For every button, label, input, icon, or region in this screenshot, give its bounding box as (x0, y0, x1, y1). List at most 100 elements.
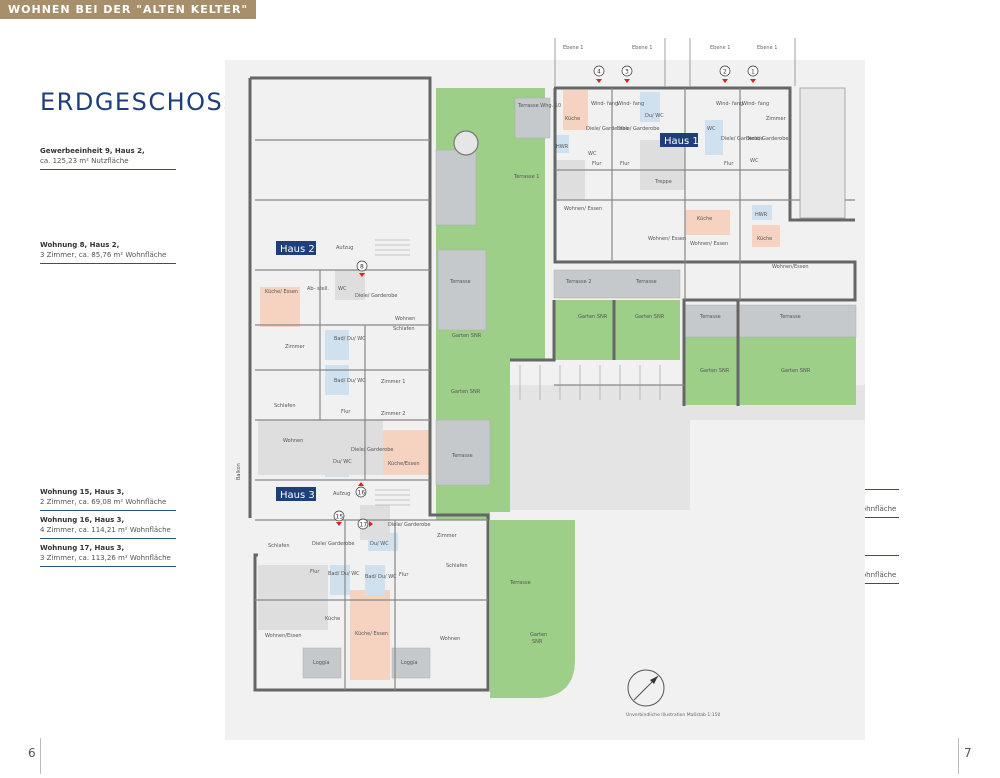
haus3-badge (276, 487, 316, 501)
room-label: Flur (620, 161, 630, 167)
marker-number: 15 (336, 514, 344, 521)
room-label: Terrasse (779, 314, 801, 320)
page-number-right: 7 (964, 746, 972, 760)
wet-rooms (325, 92, 772, 595)
haus1-label: Haus 1 (664, 136, 699, 147)
unit-name: Wohnung 15, Haus 3, (40, 488, 125, 496)
haus2-badge (276, 241, 316, 255)
room-label: SNR (532, 639, 543, 645)
room-label: Garten SNR (452, 333, 482, 339)
room-label: WC (588, 151, 597, 157)
room-label: Küche/ Essen (355, 631, 388, 637)
compass-icon (627, 669, 665, 707)
room-label: Wohnen (440, 636, 460, 642)
room-label: Küche/Essen (388, 461, 420, 467)
page-number-left: 6 (28, 746, 36, 760)
room-label: Bad/ Du/ WC (365, 574, 397, 580)
room-label: Du/ WC (370, 541, 389, 547)
room-label: Diele/ Garderobe (312, 541, 354, 547)
room-label: Du/ WC (333, 459, 352, 465)
room-label: Diele/ Garderobe (746, 136, 788, 142)
unit-info-haus3: Wohnung 15, Haus 3, 2 Zimmer, ca. 69,08 … (40, 487, 176, 571)
room-label: Diele/ Garderobe (586, 126, 628, 132)
room-label: Garten SNR (578, 314, 608, 320)
kitchen-highlights (260, 90, 780, 680)
room-label: Wohnen (283, 438, 303, 444)
room-label: Wohnen (395, 316, 415, 322)
unit-desc: ca. 125,23 m² Nutzfläche (40, 157, 129, 165)
room-label: Garten SNR (635, 314, 665, 320)
room-label: Balkon (236, 463, 242, 480)
stairs (375, 239, 661, 506)
unit-name: Wohnung 8, Haus 2, (40, 241, 120, 249)
unit-name: Wohnung 16, Haus 3, (40, 516, 125, 524)
inner-walls (255, 88, 855, 690)
room-label: Wohnen/ Essen (648, 236, 686, 242)
room-label: Ab- stell. (307, 286, 329, 292)
room-label: Schlafen (268, 543, 290, 549)
room-label: Aufzug (336, 245, 353, 251)
walls (248, 76, 857, 692)
room-label: Wind- fang (716, 101, 743, 107)
room-label: Garten SNR (451, 389, 481, 395)
room-label: Zimmer (437, 533, 458, 539)
room-label: Diele/ Garderobe (355, 293, 397, 299)
room-label: Diele/ Garderobe (388, 522, 430, 528)
haus1-badge (660, 133, 698, 147)
room-label: Du/ WC (645, 113, 664, 119)
room-label: Schlafen (446, 563, 468, 569)
room-label: Zimmer 1 (381, 379, 405, 385)
ebene-label: Ebene 1 (563, 45, 583, 51)
unit-name: Wohnung 17, Haus 3, (40, 544, 125, 552)
unit-desc: 3 Zimmer, ca. 85,76 m² Wohnfläche (40, 251, 167, 259)
room-label: Wohnen/ Essen (564, 206, 602, 212)
marker-number: 16 (358, 490, 366, 497)
paving (510, 385, 865, 510)
entry-arrows (336, 79, 756, 527)
unit-name: Gewerbeeinheit 9, Haus 2, (40, 147, 145, 155)
room-label: Aufzug (333, 491, 350, 497)
room-label: Zimmer (285, 344, 306, 350)
room-label: Terrasse (449, 279, 471, 285)
room-label: Terrasse (509, 580, 531, 586)
room-label: Zimmer 2 (381, 411, 405, 417)
room-label: Flur (341, 409, 351, 415)
room-label: HWR (755, 212, 768, 218)
room-label: Garten SNR (700, 368, 730, 374)
room-label: Loggia (401, 660, 418, 666)
room-label: Wind- fang (617, 101, 644, 107)
room-label: Bad/ Du/ WC (334, 336, 366, 342)
terraces (302, 97, 857, 679)
room-label: Loggia (313, 660, 330, 666)
header-tag: WOHNEN BEI DER "ALTEN KELTER" (0, 0, 257, 19)
room-label: Terrasse (451, 453, 473, 459)
room-label: Flur (399, 572, 409, 578)
marker-number: 17 (360, 522, 368, 529)
marker-number: 2 (723, 69, 727, 76)
room-label: Küche (565, 116, 580, 122)
circulation (258, 140, 685, 630)
room-label: Flur (592, 161, 602, 167)
room-label: Wohnen/Essen (265, 633, 302, 639)
room-label: Terrasse Whg. 10 (517, 103, 561, 109)
marker-number: 1 (751, 69, 755, 76)
page-title: ERDGESCHOSS (40, 88, 240, 116)
room-label: Wind- fang (591, 101, 618, 107)
room-label: Diele/ Garderobe (617, 126, 659, 132)
unit-desc: 3 Zimmer, ca. 113,26 m² Wohnfläche (40, 554, 171, 562)
ebene-label: Ebene 1 (710, 45, 730, 51)
room-labels: Terrasse Whg. 10 Terrasse 1 Terrasse Gar… (236, 101, 811, 666)
room-label: Diele/ Garderobe (721, 136, 763, 142)
unit-desc: 2 Zimmer, ca. 69,08 m² Wohnfläche (40, 498, 167, 506)
room-label: Garten (530, 632, 547, 638)
unit-desc: 4 Zimmer, ca. 114,21 m² Wohnfläche (40, 526, 171, 534)
room-label: Küche/ Essen (265, 289, 298, 295)
marker-number: 4 (597, 69, 601, 76)
room-label: WC (707, 126, 716, 132)
haus3-label: Haus 3 (280, 490, 315, 501)
room-label: Flur (310, 569, 320, 575)
room-label: Terrasse (699, 314, 721, 320)
unit-info-gewerbe9: Gewerbeeinheit 9, Haus 2, ca. 125,23 m² … (40, 146, 176, 174)
side-structure (799, 87, 846, 219)
unit-info-wohnung8: Wohnung 8, Haus 2, 3 Zimmer, ca. 85,76 m… (40, 240, 176, 268)
